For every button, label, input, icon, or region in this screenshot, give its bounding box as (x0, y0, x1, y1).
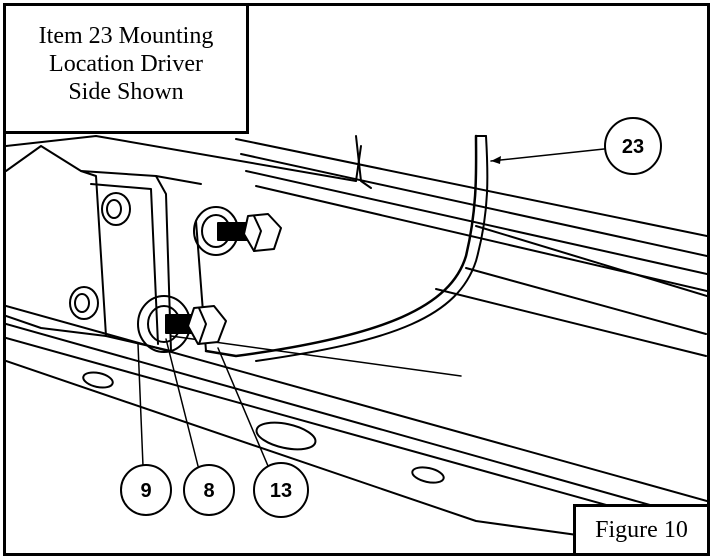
callout-8: 8 (203, 480, 214, 502)
bracket-outline (204, 134, 478, 358)
figure-label: Figure 10 (573, 504, 707, 553)
callout-23: 23 (622, 136, 644, 158)
rail-flange-top (6, 135, 357, 182)
angle-thin-line (170, 335, 462, 377)
rail-line-d (475, 225, 707, 297)
slot-middle (255, 421, 317, 451)
leader-8 (165, 338, 199, 467)
mount-block-inner (90, 183, 159, 345)
figure-frame: 23 9 8 13 Item 23 Mounting Location Driv… (3, 3, 710, 556)
lower-nut (187, 305, 227, 345)
upper-nut-face (253, 215, 262, 252)
rail-line-e (465, 267, 707, 335)
callout-13-circle (253, 462, 309, 518)
callout-8-circle (183, 464, 235, 516)
angle-top-edge (6, 305, 707, 502)
mount-block-right-edge (155, 175, 202, 185)
callout-23-circle (604, 117, 662, 175)
block-bolt-upper-inner (106, 199, 122, 219)
angle-edge-3 (6, 337, 707, 534)
title-line-3: Side Shown (68, 79, 184, 105)
title-line-2: Location Driver (49, 51, 203, 77)
leader-23-arrowhead (491, 156, 501, 164)
rail-line-f (435, 288, 707, 357)
slot-left (82, 371, 114, 389)
leader-13 (217, 347, 269, 467)
rail-top-edge (235, 138, 707, 237)
block-bolt-lower-inner (74, 293, 90, 313)
upper-nut (243, 213, 282, 252)
mount-block-outline (6, 145, 107, 337)
slot-right (411, 466, 445, 484)
rail-line-b (245, 170, 707, 275)
callout-13: 13 (270, 480, 292, 502)
block-bolt-upper-outer (101, 192, 131, 226)
block-bolt-lower-outer (69, 286, 99, 320)
leader-23 (490, 148, 605, 162)
callout-9-circle (120, 464, 172, 516)
callout-9: 9 (140, 480, 151, 502)
lower-nut-face (198, 307, 207, 345)
bracket-inner-edge (255, 135, 489, 362)
title-line-1: Item 23 Mounting (38, 23, 214, 49)
leader-9 (137, 343, 144, 467)
rail-flange-vert (355, 135, 372, 189)
angle-edge-2 (6, 323, 707, 522)
title-box: Item 23 Mounting Location Driver Side Sh… (6, 6, 249, 134)
